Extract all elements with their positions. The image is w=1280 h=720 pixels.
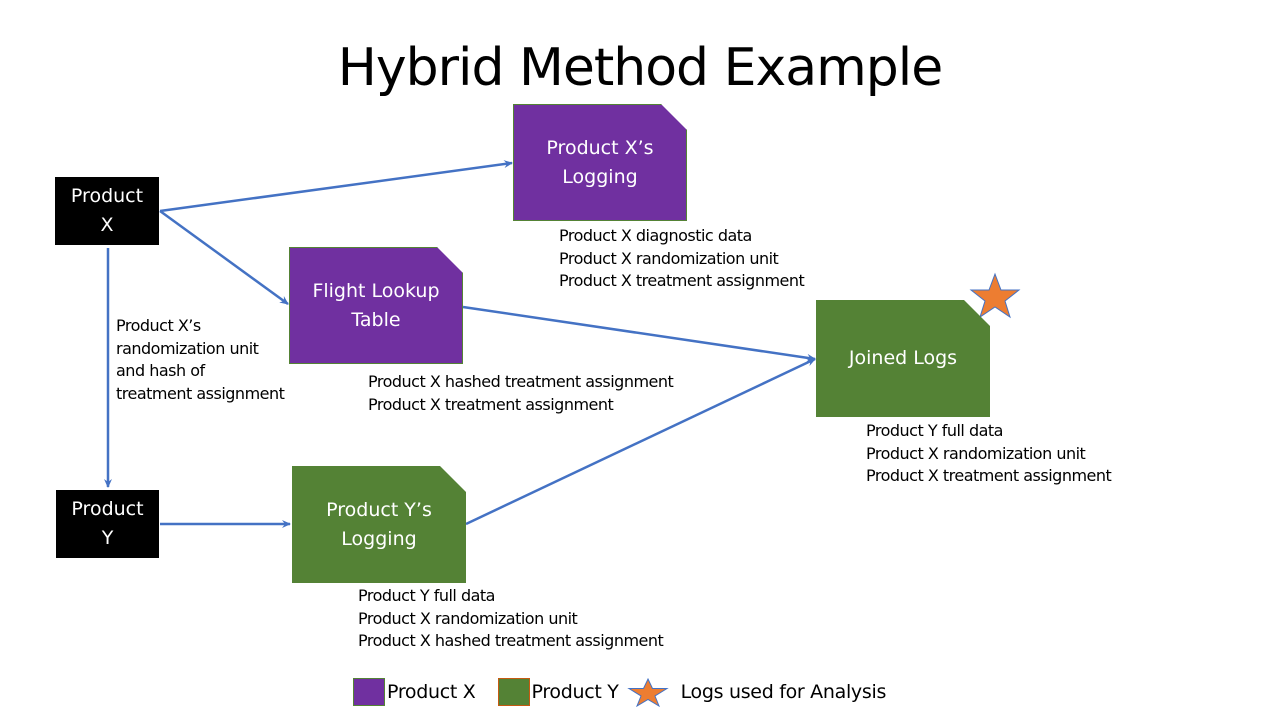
slide-title: Hybrid Method Example bbox=[337, 38, 943, 98]
edge-label-line: randomization unit bbox=[116, 338, 259, 358]
node-label: Y bbox=[101, 527, 114, 549]
note-line: Product X randomization unit bbox=[559, 248, 779, 268]
note-line: Product X hashed treatment assignment bbox=[358, 631, 664, 650]
node-label: Product X’s bbox=[546, 136, 654, 159]
edge-label-x-to-y: Product X’s randomization unit and hash … bbox=[116, 315, 285, 405]
node-label: Product bbox=[71, 498, 144, 520]
legend-label-product-x: Product X bbox=[387, 681, 476, 703]
legend-swatch-product-y bbox=[497, 678, 530, 706]
notes-product-x-logging: Product X diagnostic data Product X rand… bbox=[559, 225, 805, 293]
note-line: Product X hashed treatment assignment bbox=[368, 372, 674, 391]
edge-label-line: treatment assignment bbox=[116, 383, 285, 403]
legend-star-icon bbox=[626, 677, 669, 707]
node-joined-logs: Joined Logs bbox=[816, 300, 990, 417]
note-line: Product X treatment assignment bbox=[559, 271, 805, 290]
star-icon bbox=[969, 272, 1021, 319]
legend: Product X Product Y Logs used for Analys… bbox=[353, 677, 886, 707]
arrow-y-logging-to-joined bbox=[465, 357, 816, 526]
note-line: Product X diagnostic data bbox=[559, 226, 752, 245]
notes-joined-logs: Product Y full data Product X randomizat… bbox=[866, 420, 1112, 488]
arrow-x-to-x-logging bbox=[159, 160, 513, 213]
arrow-x-to-flight-lookup bbox=[159, 209, 289, 306]
node-label: Logging bbox=[341, 527, 417, 550]
note-line: Product X treatment assignment bbox=[368, 394, 614, 414]
node-label: Joined Logs bbox=[848, 347, 958, 369]
legend-label-star: Logs used for Analysis bbox=[680, 681, 887, 703]
node-label: Product bbox=[70, 185, 144, 207]
node-label: Product Y’s bbox=[326, 498, 432, 521]
node-label: X bbox=[100, 214, 114, 236]
arrow-flight-lookup-to-joined bbox=[462, 305, 816, 362]
notes-flight-lookup-table: Product X hashed treatment assignment Pr… bbox=[368, 371, 674, 416]
legend-label-product-y: Product Y bbox=[531, 681, 619, 703]
note-line: Product X treatment assignment bbox=[866, 466, 1112, 485]
note-line: Product Y full data bbox=[866, 421, 1003, 440]
edge-label-line: Product X’s bbox=[116, 316, 201, 335]
note-line: Product X randomization unit bbox=[358, 608, 578, 628]
node-label: Logging bbox=[562, 165, 638, 188]
notes-product-y-logging: Product Y full data Product X randomizat… bbox=[358, 585, 664, 653]
node-label: Flight Lookup bbox=[312, 279, 440, 302]
note-line: Product Y full data bbox=[358, 586, 495, 605]
node-label: Table bbox=[351, 308, 401, 331]
note-line: Product X randomization unit bbox=[866, 443, 1086, 463]
legend-swatch-product-x bbox=[353, 678, 385, 706]
edge-label-line: and hash of bbox=[116, 361, 205, 380]
